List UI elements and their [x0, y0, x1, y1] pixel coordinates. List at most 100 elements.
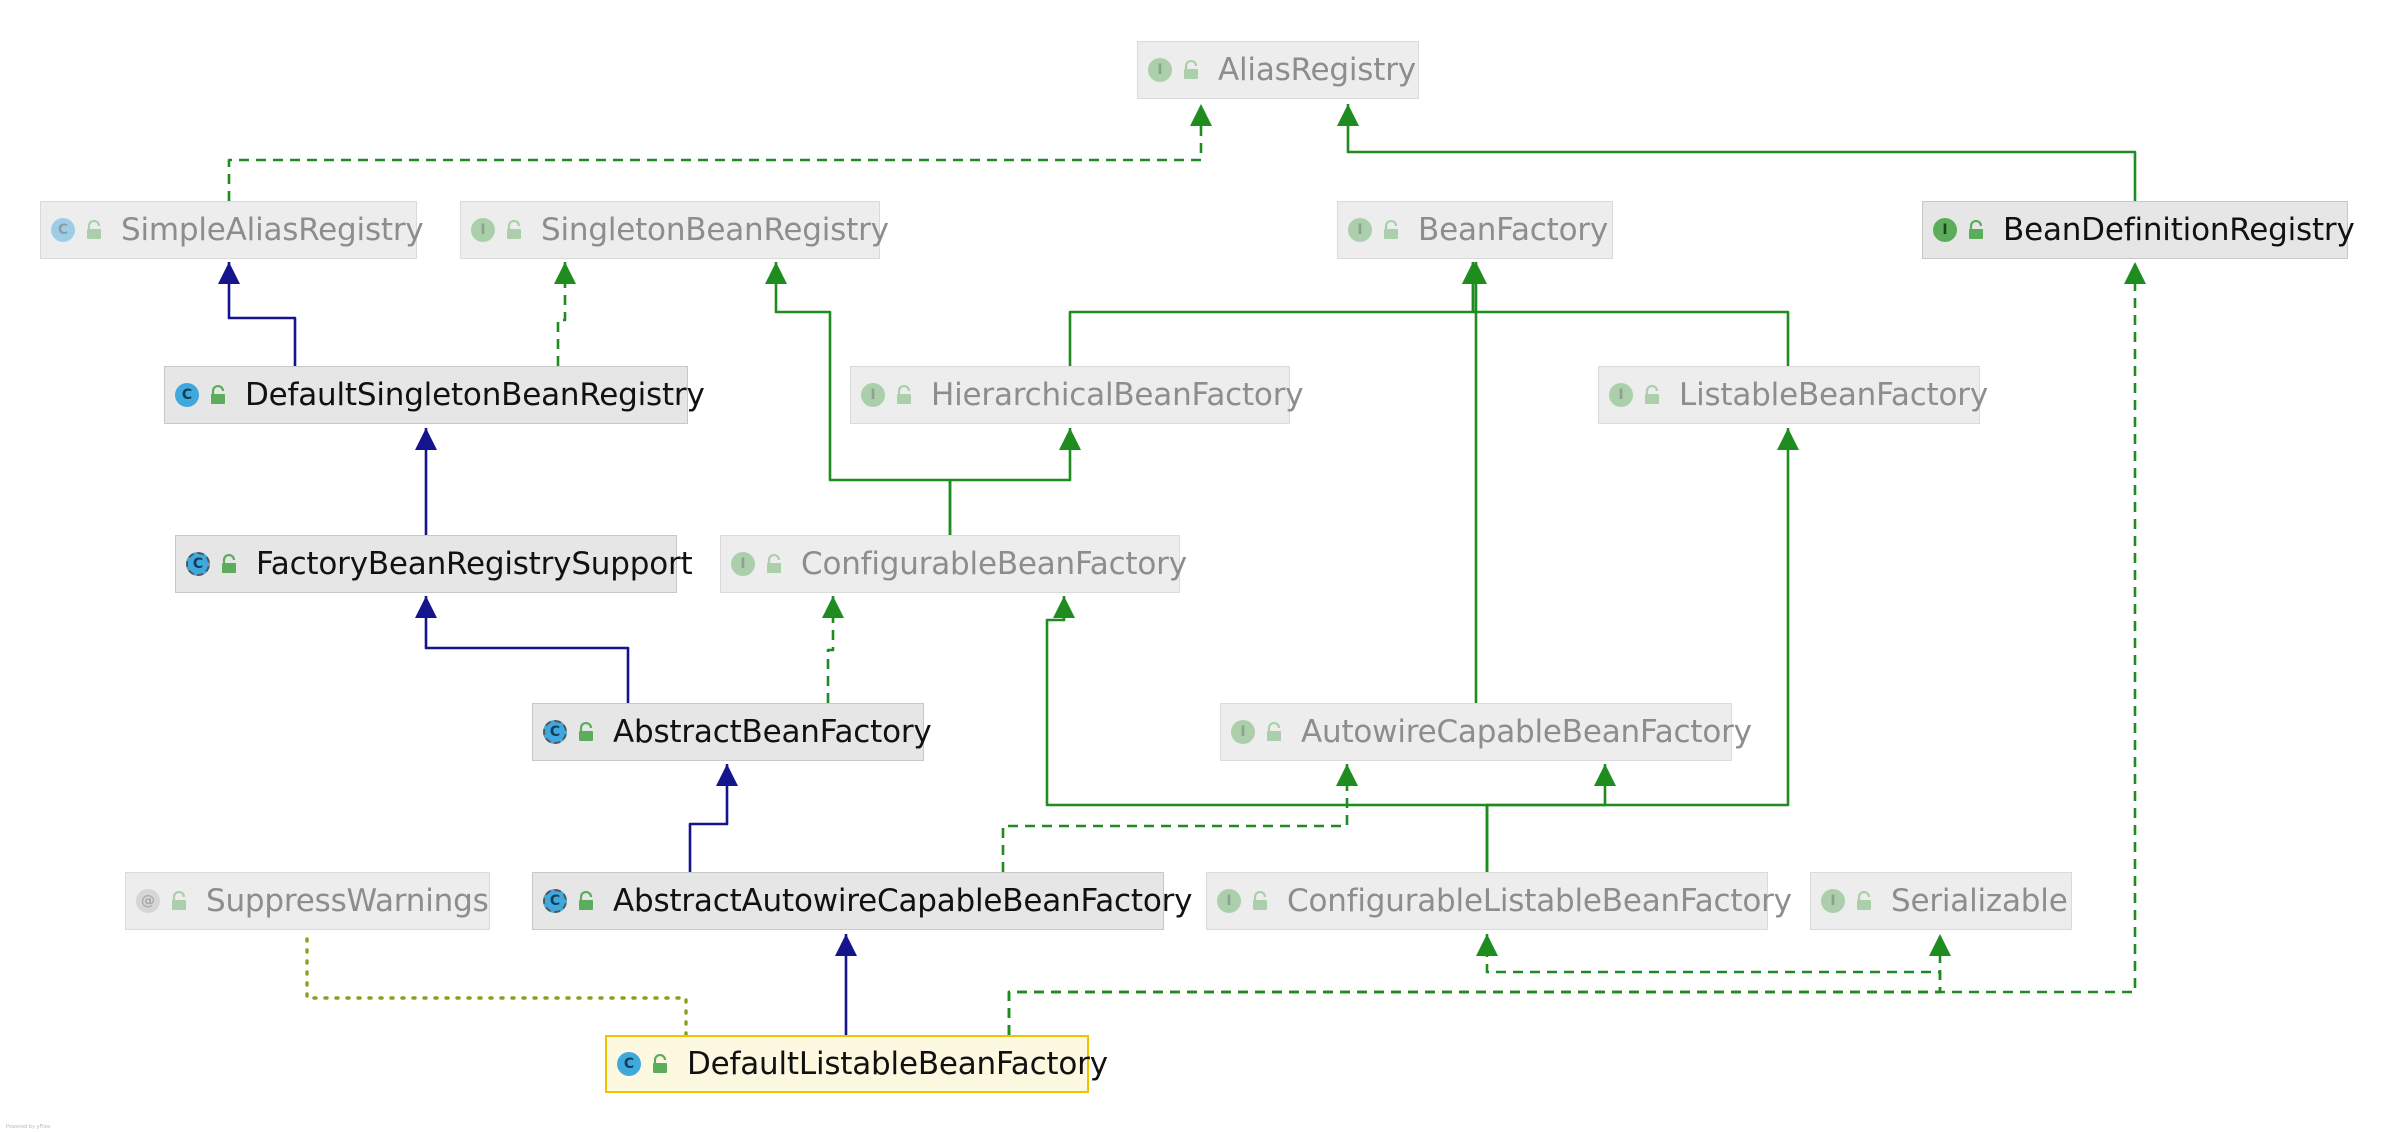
node-label: ConfigurableBeanFactory: [801, 546, 1187, 582]
public-lock-icon: [1382, 219, 1400, 240]
node-label: AbstractBeanFactory: [613, 714, 932, 750]
arrowhead-icon: [1059, 428, 1081, 450]
public-lock-icon: [85, 219, 103, 240]
node-simple[interactable]: C SimpleAliasRegistry: [40, 201, 424, 259]
edge-dlbf-to-clbf: [1007, 934, 1942, 1035]
edge-line: [774, 262, 952, 535]
node-label: AliasRegistry: [1218, 52, 1416, 88]
arrowhead-icon: [218, 262, 240, 284]
edge-line: [826, 596, 835, 703]
node-abf[interactable]: C AbstractBeanFactory: [532, 703, 932, 761]
arrowhead-icon: [415, 596, 437, 618]
arrowhead-icon: [765, 262, 787, 284]
node-label: ConfigurableListableBeanFactory: [1287, 883, 1792, 919]
interface-icon: I: [1231, 720, 1255, 744]
edge-line: [1485, 764, 1607, 872]
edge-line: [1471, 262, 1790, 366]
interface-icon: I: [1148, 58, 1172, 82]
annotation-icon: @: [136, 889, 160, 913]
edge-clbf-to-lbf: [1485, 428, 1799, 872]
edge-line: [556, 262, 567, 366]
public-lock-icon: [1643, 384, 1661, 405]
node-fbrs[interactable]: C FactoryBeanRegistrySupport: [175, 535, 693, 593]
node-label: SingletonBeanRegistry: [541, 212, 889, 248]
arrowhead-icon: [1053, 596, 1075, 618]
node-dlbf[interactable]: C DefaultListableBeanFactory: [605, 1035, 1108, 1093]
edge-line: [1001, 764, 1349, 872]
node-singleton[interactable]: I SingletonBeanRegistry: [460, 201, 889, 259]
node-alias[interactable]: I AliasRegistry: [1137, 41, 1419, 99]
edge-dsbr-to-simple: [218, 262, 297, 366]
abstract-icon: C: [543, 720, 567, 744]
node-acbf[interactable]: I AutowireCapableBeanFactory: [1220, 703, 1752, 761]
node-clbf[interactable]: I ConfigurableListableBeanFactory: [1206, 872, 1792, 930]
interface-icon: I: [1609, 383, 1633, 407]
node-aacbf[interactable]: C AbstractAutowireCapableBeanFactory: [532, 872, 1193, 930]
arrowhead-icon: [835, 934, 857, 956]
node-label: HierarchicalBeanFactory: [931, 377, 1304, 413]
public-lock-icon: [505, 219, 523, 240]
edge-abf-to-fbrs: [415, 596, 630, 703]
arrowhead-icon: [554, 262, 576, 284]
edge-bdr-to-alias: [1337, 104, 2137, 201]
public-lock-icon: [1967, 219, 1985, 240]
edge-line: [1007, 934, 1942, 1035]
edge-lbf-to-beanfactory: [1462, 262, 1790, 366]
edge-dsbr-to-singleton: [554, 262, 576, 366]
edge-cbf-to-singleton: [765, 262, 952, 535]
public-lock-icon: [651, 1053, 669, 1074]
class-icon: C: [51, 218, 75, 242]
edge-line: [1485, 428, 1790, 872]
arrowhead-icon: [716, 764, 738, 786]
interface-icon: I: [731, 552, 755, 576]
abstract-icon: C: [543, 889, 567, 913]
edge-dlbf-to-bdr: [1007, 262, 2146, 1035]
node-label: ListableBeanFactory: [1679, 377, 1988, 413]
edge-line: [1007, 262, 2137, 1035]
public-lock-icon: [170, 890, 188, 911]
edge-aacbf-to-abf: [688, 764, 738, 872]
interface-icon: I: [1217, 889, 1241, 913]
node-cbf[interactable]: I ConfigurableBeanFactory: [720, 535, 1187, 593]
node-label: Serializable: [1891, 883, 2068, 919]
edge-fbrs-to-dsbr: [415, 428, 437, 535]
arrowhead-icon: [822, 596, 844, 618]
node-label: AutowireCapableBeanFactory: [1301, 714, 1752, 750]
node-lbf[interactable]: I ListableBeanFactory: [1598, 366, 1988, 424]
abstract-icon: C: [186, 552, 210, 576]
node-label: BeanFactory: [1418, 212, 1609, 248]
arrowhead-icon: [1476, 934, 1498, 956]
interface-icon: I: [861, 383, 885, 407]
arrowhead-icon: [1336, 764, 1358, 786]
public-lock-icon: [1251, 890, 1269, 911]
node-label: BeanDefinitionRegistry: [2003, 212, 2355, 248]
node-label: AbstractAutowireCapableBeanFactory: [613, 883, 1193, 919]
arrowhead-icon: [1337, 104, 1359, 126]
edge-simple-to-alias: [227, 104, 1212, 201]
public-lock-icon: [220, 553, 238, 574]
edge-line: [227, 262, 297, 366]
edge-line: [1346, 104, 2137, 201]
edge-line: [305, 932, 688, 1037]
node-label: DefaultListableBeanFactory: [687, 1046, 1108, 1082]
edge-dlbf-to-sw: [305, 932, 688, 1037]
interface-icon: I: [471, 218, 495, 242]
class-icon: C: [617, 1052, 641, 1076]
edge-line: [227, 104, 1203, 201]
public-lock-icon: [765, 553, 783, 574]
arrowhead-icon: [1777, 428, 1799, 450]
node-hbf[interactable]: I HierarchicalBeanFactory: [850, 366, 1304, 424]
edge-line: [1007, 934, 1942, 1035]
node-sw[interactable]: @ SuppressWarnings: [125, 872, 490, 930]
public-lock-icon: [577, 890, 595, 911]
node-label: FactoryBeanRegistrySupport: [256, 546, 693, 582]
powered-by-footer: Powered by yFiles: [6, 1124, 51, 1130]
node-label: SuppressWarnings: [206, 883, 489, 919]
node-label: SimpleAliasRegistry: [121, 212, 424, 248]
